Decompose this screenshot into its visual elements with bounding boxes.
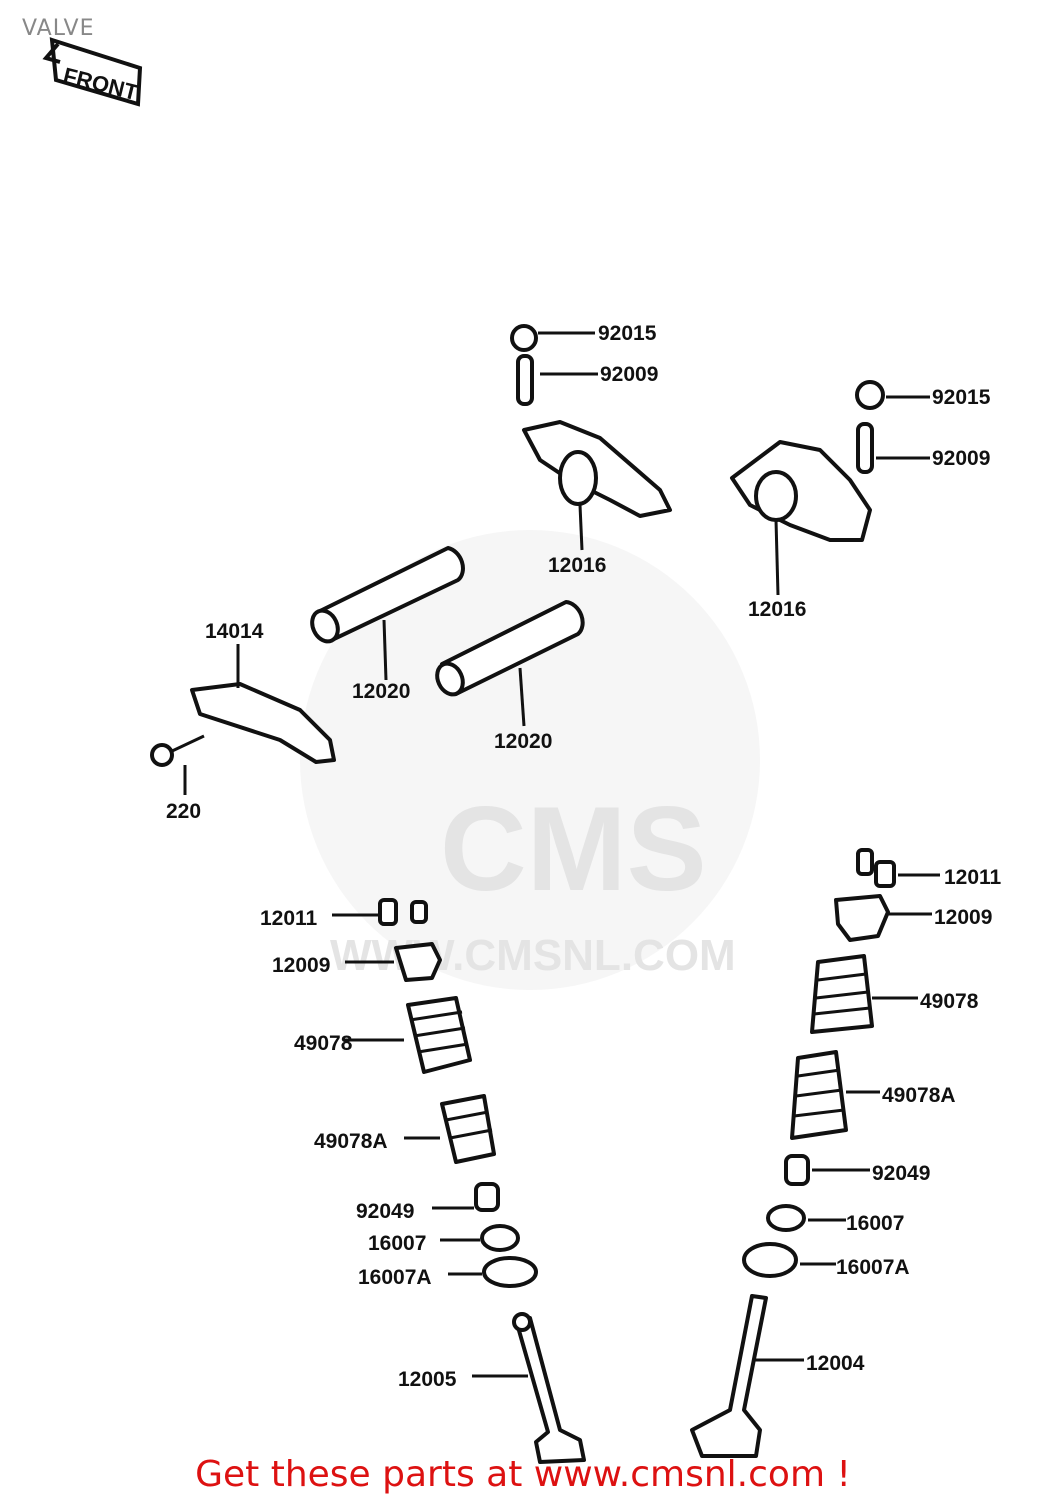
label-49078-r: 49078 xyxy=(920,990,979,1013)
watermark-logo: CMS xyxy=(440,782,707,916)
label-12020-b: 12020 xyxy=(494,730,552,753)
label-220: 220 xyxy=(166,800,201,823)
front-arrow-icon: FRONT xyxy=(42,37,143,107)
right-valve-stack: 12011 12009 49078 49078A 92049 16007 xyxy=(690,848,1002,1458)
page-title: VALVE xyxy=(22,16,95,41)
label-92009-b: 92009 xyxy=(932,447,990,470)
label-49078-l: 49078 xyxy=(294,1032,353,1055)
footer-link[interactable]: Get these parts at www.cmsnl.com ! xyxy=(195,1454,851,1495)
plate-and-bolt: 14014 220 xyxy=(150,620,336,823)
watermark-url: WWW.CMSNL.COM xyxy=(330,931,736,980)
label-92049-l: 92049 xyxy=(356,1200,414,1223)
label-12005: 12005 xyxy=(398,1368,457,1391)
rocker-shafts: 12020 12020 xyxy=(310,546,585,753)
label-12011-r: 12011 xyxy=(944,866,1002,889)
label-92015-b: 92015 xyxy=(932,386,991,409)
label-92049-r: 92049 xyxy=(872,1162,930,1185)
label-12009-l: 12009 xyxy=(272,954,330,977)
left-valve-stack: 12011 12009 49078 49078A 92049 16007 16 xyxy=(260,898,586,1464)
label-12011-l: 12011 xyxy=(260,907,318,930)
label-92009-a: 92009 xyxy=(600,363,658,386)
label-12016-a: 12016 xyxy=(548,554,606,577)
label-12009-r: 12009 xyxy=(934,906,992,929)
front-label: FRONT xyxy=(61,63,141,106)
label-12020-a: 12020 xyxy=(352,680,410,703)
label-12004: 12004 xyxy=(806,1352,865,1375)
label-16007a-l: 16007A xyxy=(358,1266,432,1289)
label-49078a-r: 49078A xyxy=(882,1084,956,1107)
label-14014: 14014 xyxy=(205,620,264,643)
rocker-arm-a: 92015 92009 12016 xyxy=(510,322,672,577)
label-12016-b: 12016 xyxy=(748,598,806,621)
label-16007-r: 16007 xyxy=(846,1212,904,1235)
rocker-arm-b: 92015 92009 12016 xyxy=(730,380,991,621)
label-49078a-l: 49078A xyxy=(314,1130,388,1153)
label-92015-a: 92015 xyxy=(598,322,657,345)
watermark: CMS WWW.CMSNL.COM xyxy=(300,530,760,990)
label-16007-l: 16007 xyxy=(368,1232,426,1255)
label-16007a-r: 16007A xyxy=(836,1256,910,1279)
